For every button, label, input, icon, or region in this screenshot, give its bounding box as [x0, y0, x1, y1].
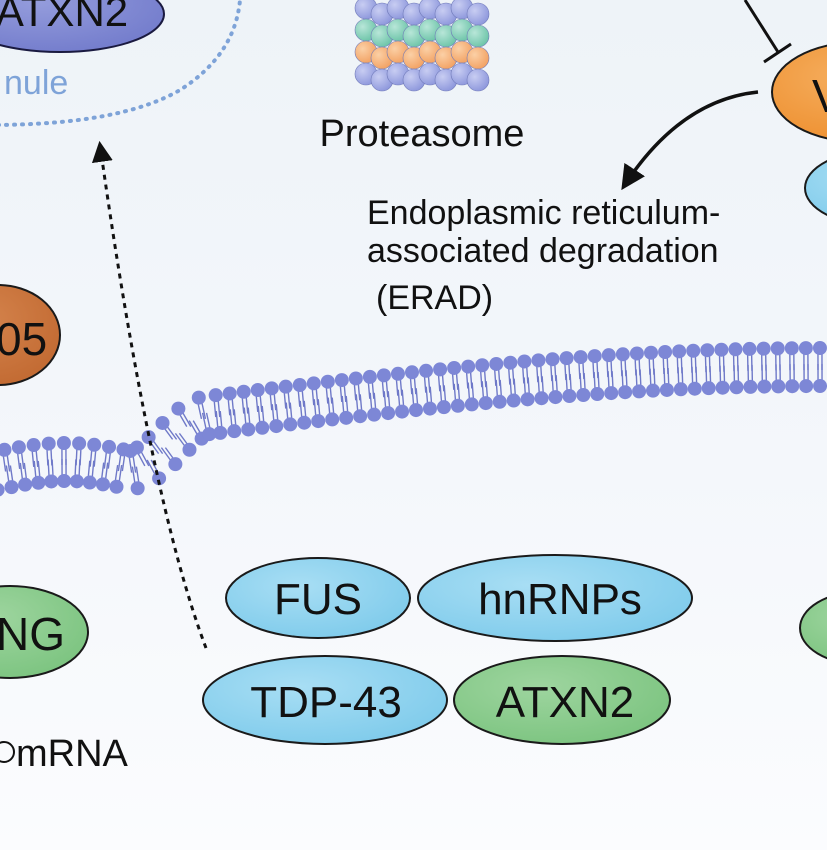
tdp43-protein: TDP-43	[202, 655, 448, 745]
export-arrow	[91, 140, 208, 649]
lipid-bilayer-icon	[0, 341, 827, 497]
blue-protein-right	[804, 160, 827, 216]
erad-label-line1: Endoplasmic reticulum-	[367, 194, 720, 232]
erad-label-line3: (ERAD)	[376, 279, 493, 317]
green-protein-right	[799, 596, 827, 660]
brown-protein-label: 05	[0, 313, 47, 365]
proteasome-label: Proteasome	[320, 113, 525, 155]
granule-label: nule	[4, 64, 68, 102]
fus-label: FUS	[274, 575, 362, 624]
orange-protein-right: V	[771, 44, 827, 140]
fus-protein: FUS	[225, 557, 411, 639]
mrna-circle-icon	[0, 741, 15, 763]
hnrnps-label: hnRNPs	[478, 575, 642, 624]
orange-protein-label: V	[812, 70, 827, 122]
atxn2-protein-top: ATXN2	[0, 0, 165, 53]
brown-protein-left: 05	[0, 284, 61, 386]
atxn2-top-label: ATXN2	[0, 0, 128, 35]
hnrnps-protein: hnRNPs	[417, 554, 693, 642]
erad-arrow	[621, 90, 759, 191]
inhibition-bar	[763, 42, 792, 64]
mrna-label: mRNA	[16, 733, 129, 775]
erad-label-line2: associated degradation	[367, 232, 719, 270]
atxn2-protein-bottom: ATXN2	[453, 655, 671, 745]
green-protein-left: NG	[0, 585, 89, 679]
green-protein-left-label: NG	[0, 608, 65, 660]
stress-granule-outline	[0, 0, 242, 127]
proteasome-icon	[354, 0, 490, 92]
inhibition-line	[743, 0, 780, 53]
atxn2-bottom-label: ATXN2	[496, 678, 635, 727]
tdp43-label: TDP-43	[250, 678, 402, 727]
